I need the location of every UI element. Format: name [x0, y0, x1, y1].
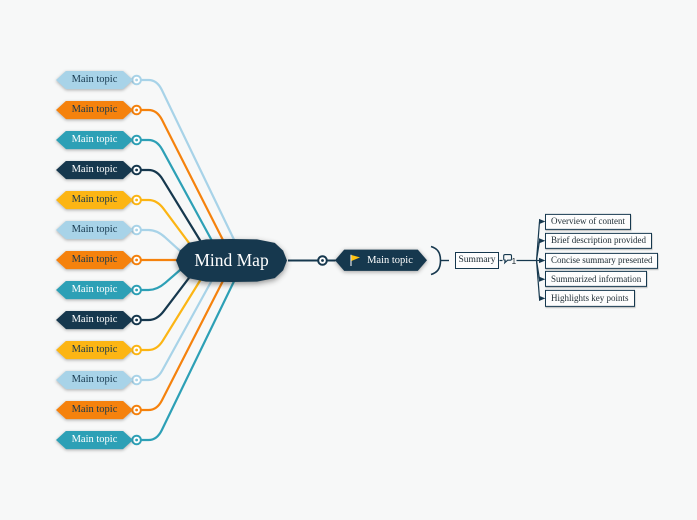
branch-connector [140, 138, 219, 252]
leaf-connector [535, 240, 541, 261]
main-topic-label: Main topic [71, 73, 118, 85]
branch-connector [140, 269, 241, 442]
main-topic-label: Main topic [71, 283, 118, 295]
main-topic-label: Main topic [71, 253, 118, 265]
main-topic-label: Main topic [71, 223, 118, 235]
subtopic-node[interactable]: Highlights key points [545, 290, 635, 307]
main-topic-node[interactable]: Main topic [56, 340, 133, 360]
flag-icon [350, 254, 361, 266]
main-topic-shape: Main topic [56, 130, 133, 150]
branch-collapse-handle-dot [135, 78, 139, 82]
branch-collapse-handle-dot [135, 378, 139, 382]
main-topic-shape: Main topic [56, 250, 133, 270]
main-topic-shape: Main topic [56, 70, 133, 90]
subtopic-node[interactable]: Overview of content [545, 213, 631, 230]
leaf-connector [535, 260, 541, 299]
main-topic-shape: Main topic [56, 340, 133, 360]
main-topic-shape: Main topic [56, 100, 133, 120]
main-topic-shape: Main topic [56, 190, 133, 210]
arrowhead-icon [539, 257, 546, 264]
main-topic-label: Main topic [71, 373, 118, 385]
main-topic-label: Main topic [71, 103, 118, 115]
main-topic-node[interactable]: Main topic [56, 250, 133, 270]
branch-connector [140, 268, 197, 322]
main-topic-label: Main topic [71, 193, 118, 205]
main-topic-shape: Main topic [56, 160, 133, 180]
summary-label: Summary [458, 255, 496, 266]
main-topic-node[interactable]: Main topic [56, 400, 133, 420]
main-topic-label: Main topic [71, 133, 118, 145]
subtopic-node[interactable]: Summarized information [545, 271, 648, 288]
arrowhead-icon [539, 218, 546, 225]
branch-connector [140, 269, 208, 352]
arrowhead-icon [539, 238, 546, 244]
main-topic-label: Main topic [71, 313, 118, 325]
branch-collapse-handle-dot [135, 318, 139, 322]
right-main-topic-shape: Main topic [335, 249, 427, 271]
branch-connector [140, 269, 219, 382]
main-topic-shape: Main topic [56, 310, 133, 330]
right-main-topic-node[interactable]: Main topic [335, 249, 427, 272]
main-topic-node[interactable]: Main topic [56, 190, 133, 210]
branch-collapse-handle-dot [135, 258, 139, 262]
main-topic-shape: Main topic [56, 370, 133, 390]
main-topic-shape: Main topic [56, 280, 133, 300]
comment-icon[interactable] [503, 254, 513, 265]
branch-collapse-handle-dot [321, 259, 324, 262]
main-topic-label: Main topic [71, 163, 118, 175]
main-topic-node[interactable]: Main topic [56, 70, 133, 90]
right-main-topic-label: Main topic [367, 254, 413, 266]
branch-connector [140, 265, 185, 292]
main-topic-shape: Main topic [56, 220, 133, 240]
branch-connector [140, 78, 241, 252]
summary-node[interactable]: Summary [455, 251, 499, 269]
main-topic-node[interactable]: Main topic [56, 370, 133, 390]
branch-connector [140, 269, 230, 412]
mind-map-root-label: Mind Map [194, 250, 269, 270]
subtopic-node[interactable]: Brief description provided [545, 232, 652, 249]
main-topic-node[interactable]: Main topic [56, 160, 133, 180]
main-topic-node[interactable]: Main topic [56, 430, 133, 450]
branch-connector [140, 108, 230, 252]
mind-map-root-node[interactable]: Mind Map [176, 239, 287, 282]
main-topic-label: Main topic [71, 433, 118, 445]
branch-collapse-handle-dot [135, 408, 139, 412]
branch-collapse-handle-dot [135, 168, 139, 172]
main-topic-node[interactable]: Main topic [56, 100, 133, 120]
main-topic-node[interactable]: Main topic [56, 130, 133, 150]
main-topic-shape: Main topic [56, 400, 133, 420]
branch-connector [140, 228, 185, 256]
branch-connector [140, 168, 208, 252]
branch-collapse-handle-dot [135, 348, 139, 352]
main-topic-label: Main topic [71, 403, 118, 415]
summary-brace [430, 245, 442, 276]
branch-collapse-handle-dot [135, 438, 139, 442]
main-topic-node[interactable]: Main topic [56, 220, 133, 240]
arrowhead-icon [539, 276, 546, 282]
branch-collapse-handle-dot [135, 138, 139, 142]
branch-collapse-handle-dot [135, 288, 139, 292]
subtopic-node[interactable]: Concise summary presented [545, 252, 659, 269]
branch-collapse-handle-dot [135, 198, 139, 202]
main-topic-node[interactable]: Main topic [56, 280, 133, 300]
main-topic-label: Main topic [71, 343, 118, 355]
comment-count-badge[interactable]: 1 [511, 255, 517, 266]
branch-collapse-handle-dot [135, 108, 139, 112]
mind-map-root-shape: Mind Map [176, 239, 287, 282]
main-topic-shape: Main topic [56, 430, 133, 450]
branch-collapse-handle-dot [135, 228, 139, 232]
arrowhead-icon [539, 295, 546, 301]
main-topic-node[interactable]: Main topic [56, 310, 133, 330]
branch-connector [140, 198, 197, 253]
